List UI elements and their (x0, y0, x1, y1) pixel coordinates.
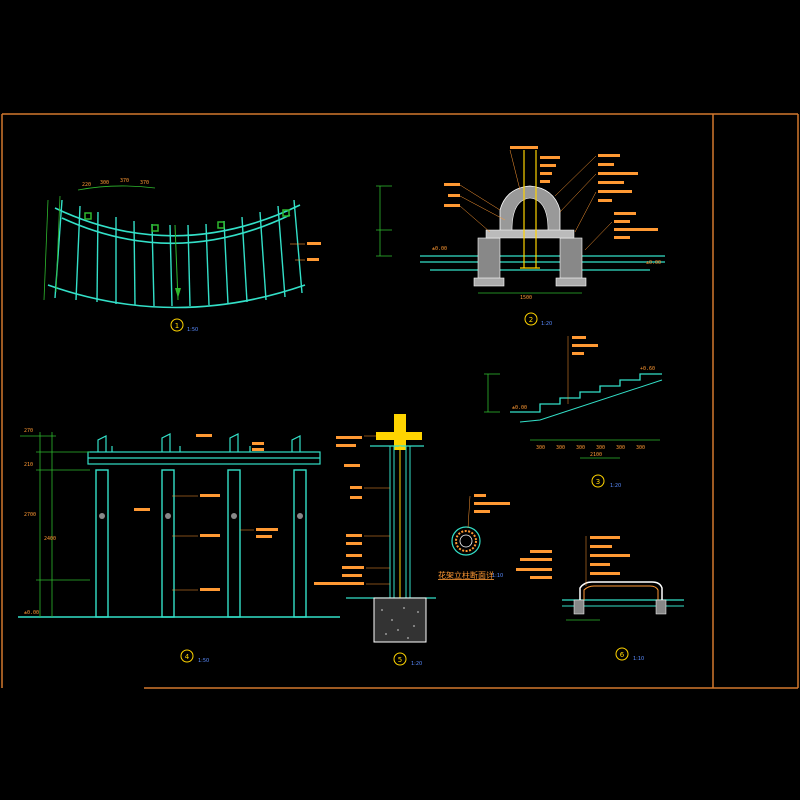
plan-dim-2: 300 (100, 180, 109, 186)
stair-dims: 300 300 300 300 300 300 2100 (536, 445, 645, 458)
elev-columns (95, 469, 307, 618)
view-2-marker (524, 312, 538, 326)
svg-text:300: 300 (576, 445, 585, 451)
section-leaders-left (459, 149, 521, 233)
view-3-stair: +0.60 ±0.00 300 300 300 300 300 300 2100… (484, 336, 663, 489)
column-cap (376, 414, 422, 450)
column-shaft (389, 446, 411, 598)
plan-note-2 (307, 258, 319, 261)
plan-note-1 (307, 242, 321, 245)
view-4-elevation: 270 210 2700 2400 ±0.00 4 1:50 (18, 428, 340, 664)
section-yellow-members (520, 150, 540, 269)
view-5-scale: 1:20 (411, 661, 422, 667)
view-1-pergola-plan: 220 300 370 370 1 1:50 (43, 178, 321, 333)
view-2-section: ±0.00 ±0.00 1500 (376, 146, 665, 327)
elev-column-ornaments (99, 513, 303, 519)
svg-text:210: 210 (24, 462, 33, 468)
view-6-number: 6 (620, 651, 625, 659)
column-detail-title: 花架立柱断面详 (438, 570, 494, 580)
svg-text:300: 300 (596, 445, 605, 451)
stair-top-elev: +0.60 (640, 366, 655, 372)
view-4-number: 4 (185, 653, 190, 661)
view-4-scale: 1:50 (198, 658, 209, 664)
section-cap (485, 229, 575, 239)
plan-dim-1: 220 (82, 182, 91, 188)
section-elev-right: ±0.00 (646, 260, 661, 266)
plan-leaders (290, 243, 305, 261)
column-detail: 花架立柱断面详 1:10 (438, 494, 510, 580)
plan-dimension-text: 220 300 370 370 (82, 178, 149, 188)
column-detail-scale: 1:10 (492, 573, 503, 579)
view-6-scale: 1:10 (633, 656, 644, 662)
plan-north-arrow (175, 288, 181, 298)
view-5-marker (393, 652, 407, 666)
svg-text:2400: 2400 (44, 536, 56, 542)
section-foundations (473, 237, 587, 287)
view-3-marker (591, 474, 605, 488)
view-3-number: 3 (596, 478, 600, 486)
svg-text:300: 300 (536, 445, 545, 451)
section-notes-right (598, 154, 658, 239)
section-elev-left: ±0.00 (432, 246, 447, 252)
view-5-column-section: 5 1:20 (314, 414, 436, 667)
stair-profile (510, 373, 662, 413)
section-ground (420, 255, 665, 271)
stair-bottom-elev: ±0.00 (512, 405, 527, 411)
svg-text:300: 300 (556, 445, 565, 451)
plan-column-markers (84, 209, 290, 232)
view-1-marker (170, 318, 184, 332)
stair-total: 2100 (590, 452, 602, 458)
plan-dimension-lines (43, 185, 156, 301)
plan-dim-4: 370 (140, 180, 149, 186)
drawing-frame (1, 113, 799, 689)
view-6-marker (615, 647, 629, 661)
section-notes-left (444, 146, 560, 207)
section-leaders-right (554, 155, 613, 251)
view-1-scale: 1:50 (187, 327, 198, 333)
section-dim-left (376, 185, 392, 257)
section-base-dim: 1500 (520, 295, 532, 301)
plan-rafters (54, 199, 303, 307)
view-2-scale: 1:20 (541, 321, 552, 327)
svg-text:2700: 2700 (24, 512, 36, 518)
svg-text:300: 300 (616, 445, 625, 451)
view-1-number: 1 (175, 322, 179, 330)
svg-text:270: 270 (24, 428, 33, 434)
view-4-marker (180, 649, 194, 663)
elev-dims-left: 270 210 2700 2400 (24, 428, 56, 542)
view-5-number: 5 (398, 656, 402, 664)
svg-text:300: 300 (636, 445, 645, 451)
plan-dim-3: 370 (120, 178, 129, 184)
elev-zero: ±0.00 (24, 610, 39, 616)
plan-axis (174, 224, 179, 301)
view-3-scale: 1:20 (610, 483, 621, 489)
view-2-number: 2 (529, 316, 533, 324)
view-6-detail: 6 1:10 (516, 536, 684, 662)
column-footing (373, 597, 427, 643)
elev-beam (87, 433, 321, 465)
